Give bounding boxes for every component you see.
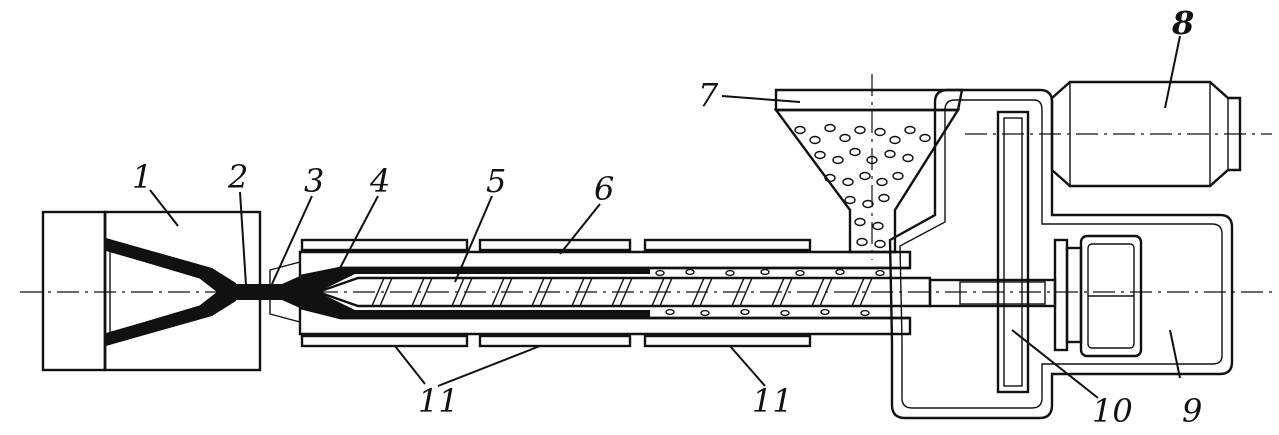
label-8: 8 [1171, 4, 1194, 42]
gearbox-housing [888, 88, 1234, 420]
leader-lines [149, 35, 1181, 399]
label-1: 1 [132, 158, 152, 196]
label-3: 3 [304, 162, 324, 200]
label-10: 10 [1092, 392, 1133, 430]
label-11-left: 11 [418, 382, 459, 420]
label-6: 6 [594, 170, 614, 208]
label-7: 7 [698, 76, 719, 114]
nozzle [236, 261, 301, 323]
label-5: 5 [486, 162, 506, 200]
label-4: 4 [369, 162, 390, 200]
motor [965, 80, 1272, 188]
label-9: 9 [1182, 392, 1202, 430]
barrel [298, 250, 912, 336]
heater-bands [300, 238, 812, 348]
label-11-right: 11 [752, 382, 793, 420]
mold [41, 210, 262, 372]
label-2: 2 [227, 158, 248, 196]
hopper [773, 74, 964, 260]
